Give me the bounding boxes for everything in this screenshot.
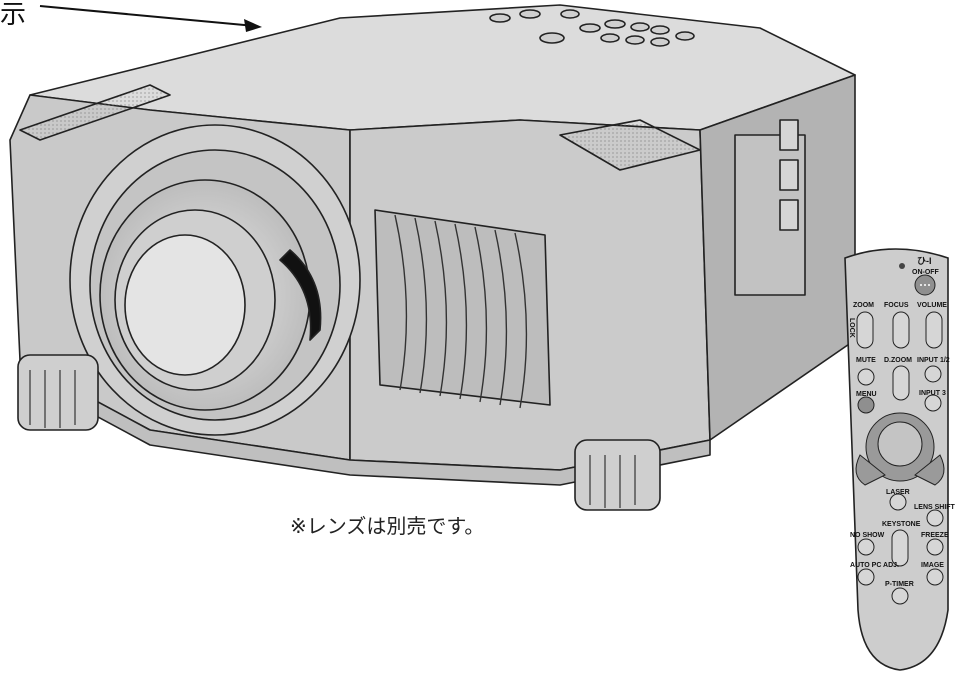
menu-label: MENU <box>856 391 877 398</box>
image-button[interactable] <box>926 568 944 586</box>
callout-label: 示 <box>0 0 27 30</box>
zoom-rocker[interactable] <box>856 311 874 349</box>
volume-label: VOLUME <box>917 302 947 309</box>
menu-button[interactable] <box>857 396 875 414</box>
callout-arrow <box>39 5 262 32</box>
zoom-label: ZOOM <box>853 302 874 309</box>
input-12-button[interactable] <box>924 365 942 383</box>
auto-pc-adj-label: AUTO PC ADJ. <box>850 562 899 569</box>
keystone-label: KEYSTONE <box>882 521 921 528</box>
lock-label: LOCK <box>848 318 855 338</box>
d-zoom-label: D.ZOOM <box>884 357 912 364</box>
input-3-button[interactable] <box>924 394 942 412</box>
p-timer-button[interactable] <box>891 587 909 605</box>
input-12-label: INPUT 1/2 <box>917 357 950 364</box>
mute-button[interactable] <box>857 368 875 386</box>
d-zoom-rocker[interactable] <box>892 365 910 401</box>
freeze-button[interactable] <box>926 538 944 556</box>
lens-sold-separately-note: ※レンズは別売です。 <box>290 514 485 538</box>
image-label: IMAGE <box>921 562 944 569</box>
auto-pc-adj-button[interactable] <box>857 568 875 586</box>
power-symbol-label: ひ-I <box>917 256 932 266</box>
volume-rocker[interactable] <box>925 311 943 349</box>
no-show-label: NO SHOW <box>850 532 885 539</box>
mute-label: MUTE <box>856 357 876 364</box>
lens-shift-label: LENS SHIFT <box>914 504 956 511</box>
p-timer-label: P-TIMER <box>885 581 914 588</box>
lens-shift-button[interactable] <box>926 509 944 527</box>
no-show-button[interactable] <box>857 538 875 556</box>
focus-rocker[interactable] <box>892 311 910 349</box>
input-3-label: INPUT 3 <box>919 390 946 397</box>
freeze-label: FREEZE <box>921 532 949 539</box>
focus-label: FOCUS <box>884 302 909 309</box>
keystone-rocker[interactable] <box>891 529 909 567</box>
projector-body <box>9 4 856 511</box>
on-off-label: ON-OFF <box>912 269 940 276</box>
laser-label: LASER <box>886 489 910 496</box>
laser-button[interactable] <box>889 493 907 511</box>
remote-control: ひ-I ON-OFF ZOOM FOCUS VOLUME LOCK MUTE D… <box>844 248 956 671</box>
